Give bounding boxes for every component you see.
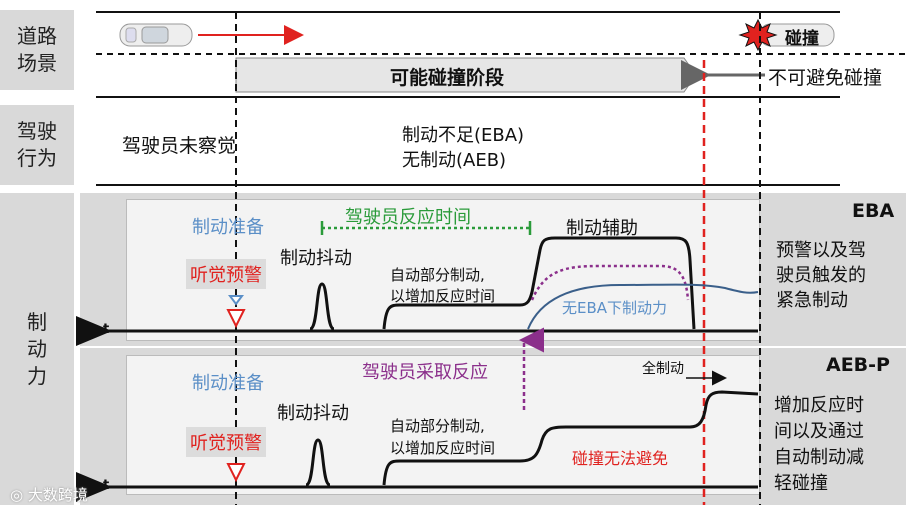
no-brake-aeb-label: 无制动(AEB) xyxy=(402,150,507,171)
eba-brake-jerk-pulse xyxy=(308,282,336,331)
aeb-brake-prepare-label: 制动准备 xyxy=(192,373,264,394)
aeb-brake-jerk-label: 制动抖动 xyxy=(277,403,349,424)
unavoidable-collision-label: 不可避免碰撞 xyxy=(768,67,883,89)
aeb-description-line: 增加反应时 xyxy=(774,395,864,416)
eba-description: 预警以及驾 驶员触发的 紧急制动 xyxy=(776,238,866,313)
eba-reaction-time-label: 驾驶员反应时间 xyxy=(345,207,471,228)
eba-brake-prepare-label: 制动准备 xyxy=(192,217,264,238)
eba-axis-t-label: t xyxy=(103,322,110,337)
no-eba-force-label: 无EBA下制动力 xyxy=(562,299,668,317)
collision-label: 碰撞 xyxy=(785,29,819,49)
aeb-brake-jerk-pulse xyxy=(304,438,332,487)
collision-burst-icon xyxy=(738,18,778,52)
aeb-partial-brake-line2: 以增加反应时间 xyxy=(390,439,496,457)
possible-collision-phase-label: 可能碰撞阶段 xyxy=(390,67,505,89)
watermark: ◎ 大数跨境 xyxy=(10,484,88,505)
row-label-driver-line2: 行为 xyxy=(17,146,57,170)
aeb-partial-brake-line1: 自动部分制动, xyxy=(390,417,485,435)
eba-description-line: 预警以及驾 xyxy=(776,240,866,261)
eba-warning-triangle-icon xyxy=(226,309,246,329)
full-brake-label: 全制动 xyxy=(642,361,684,377)
driver-reacts-label: 驾驶员采取反应 xyxy=(362,362,488,383)
aeb-brake-force-curve xyxy=(382,390,759,486)
eba-purple-dotted-curve xyxy=(530,264,690,301)
no-eba-force-curve xyxy=(527,283,759,330)
row-label-road-line2: 场景 xyxy=(17,51,57,75)
aeb-side-panel xyxy=(760,348,906,505)
row-label-road-line1: 道路 xyxy=(17,24,57,48)
aeb-description: 增加反应时 间以及通过 自动制动减 轻碰撞 xyxy=(774,393,864,497)
eba-brake-assist-label: 制动辅助 xyxy=(566,218,638,239)
watermark-logo-icon: ◎ xyxy=(10,486,28,504)
eba-title: EBA xyxy=(852,200,895,222)
eba-partial-brake-line2: 以增加反应时间 xyxy=(390,287,496,305)
aeb-description-line: 轻碰撞 xyxy=(774,473,828,494)
aeb-description-line: 自动制动减 xyxy=(774,447,864,468)
eba-description-line: 驶员触发的 xyxy=(776,265,866,286)
row-label-road-scene: 道路 场景 xyxy=(0,10,74,90)
watermark-text: 大数跨境 xyxy=(27,486,88,504)
aeb-audible-warning-label: 听觉预警 xyxy=(186,427,266,457)
row-label-force-1: 制 xyxy=(27,309,47,334)
eba-brake-force-curve xyxy=(382,236,696,330)
row-label-driver-line1: 驾驶 xyxy=(17,119,57,143)
aeb-warning-triangle-icon xyxy=(226,463,246,483)
eba-description-line: 紧急制动 xyxy=(776,290,848,311)
eba-partial-brake-line1: 自动部分制动, xyxy=(390,266,485,284)
row-label-driver-behavior: 驾驶 行为 xyxy=(0,105,74,185)
collision-unavoidable-label: 碰撞无法避免 xyxy=(572,449,669,468)
eba-side-panel xyxy=(760,193,906,346)
insufficient-brake-eba-label: 制动不足(EBA) xyxy=(402,125,525,146)
aeb-axis-t-label: t xyxy=(103,478,110,493)
driver-unaware-label: 驾驶员未察觉 xyxy=(122,135,237,157)
row-label-force-2: 动 xyxy=(27,336,47,361)
aeb-description-line: 间以及通过 xyxy=(774,421,864,442)
row-label-brake-force: 制 动 力 xyxy=(0,193,74,505)
car-icon xyxy=(119,23,193,47)
aeb-title: AEB-P xyxy=(826,354,890,376)
row-label-force-3: 力 xyxy=(27,363,47,388)
eba-audible-warning-label: 听觉预警 xyxy=(186,259,266,289)
eba-brake-jerk-label: 制动抖动 xyxy=(280,248,352,269)
